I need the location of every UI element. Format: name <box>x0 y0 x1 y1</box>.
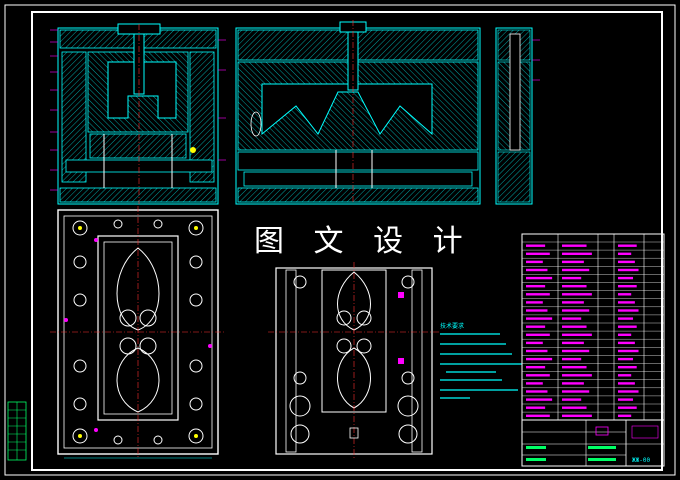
parts-list-cell-text <box>562 260 584 264</box>
parts-list-cell-text <box>526 268 548 272</box>
parts-list-cell-text <box>618 349 639 353</box>
parts-list-cell-text <box>618 285 637 288</box>
drawing-frame <box>4 4 676 476</box>
parts-list-cell-text <box>562 406 587 409</box>
parts-list-cell-text <box>526 366 546 369</box>
parts-list-cell-text <box>562 276 582 280</box>
parts-list-cell-text <box>562 268 590 272</box>
parts-list-cell-text <box>562 317 582 320</box>
title-block <box>521 419 665 467</box>
parts-list-cell-text <box>562 325 587 328</box>
parts-list-cell-text <box>562 374 592 377</box>
parts-list-cell-text <box>526 357 553 361</box>
side-revision-block <box>7 401 27 461</box>
side-section-view <box>235 20 481 205</box>
parts-list-cell-text <box>562 341 584 345</box>
parts-list-cell-text <box>618 374 632 377</box>
parts-list-cell-text <box>618 309 639 312</box>
parts-list-cell-text <box>618 293 632 296</box>
parts-list-cell-text <box>526 309 548 312</box>
parts-list-cell-text <box>562 366 587 369</box>
parts-list-cell-text <box>526 374 550 377</box>
parts-list-cell-text <box>618 325 637 328</box>
parts-list-cell-text <box>526 317 553 320</box>
parts-list-cell-text <box>562 333 592 336</box>
parts-list-cell-text <box>562 293 592 296</box>
parts-list-cell-text <box>526 260 543 264</box>
parts-list-cell-text <box>618 414 632 417</box>
parts-list-cell-text <box>526 244 546 247</box>
parts-list-cell-text <box>526 252 550 255</box>
parts-list-cell-text <box>618 390 639 393</box>
parts-list-cell-text <box>618 252 632 255</box>
parts-list-cell-text <box>526 382 543 385</box>
fixed-half-plan-view <box>50 206 226 459</box>
parts-list-cell-text <box>526 406 546 409</box>
parts-list-cell-text <box>562 390 590 393</box>
parts-list-cell-text <box>618 382 635 385</box>
parts-list-cell-text <box>562 301 584 304</box>
parts-list-cell-text <box>618 398 634 401</box>
parts-list-cell-text <box>618 341 635 345</box>
parts-list-cell-text <box>526 414 550 417</box>
parts-list-cell-text <box>562 398 582 401</box>
parts-list-cell-text <box>618 317 634 320</box>
parts-list-cell-text <box>526 276 553 280</box>
parts-list-cell-text <box>562 252 592 255</box>
parts-list-cell-text <box>526 293 550 296</box>
parts-list-cell-text <box>618 406 637 409</box>
parts-list-cell-text <box>526 325 546 328</box>
parts-list-cell-text <box>618 260 635 264</box>
parts-list-cell-text <box>526 301 543 304</box>
parts-list-cell-text <box>618 357 634 361</box>
parts-list-table <box>521 233 665 421</box>
parts-list-cell-text <box>562 349 590 353</box>
parts-list-cell-text <box>618 366 637 369</box>
parts-list-cell-text <box>526 398 553 401</box>
parts-list-cell-text <box>526 285 546 288</box>
parts-list-cell-text <box>562 382 584 385</box>
parts-list-cell-text <box>562 285 587 288</box>
technical-notes-title: 技术要求 <box>440 323 465 330</box>
parts-list-cell-text <box>562 414 592 417</box>
parts-list-cell-text <box>562 244 587 247</box>
moving-half-plan-view <box>268 262 440 458</box>
parts-list-cell-text <box>618 268 639 272</box>
drawing-code: ЖЖ-00 <box>632 457 651 464</box>
parts-list-cell-text <box>526 333 550 336</box>
parts-list-cell-text <box>526 341 543 345</box>
parts-list-cell-text <box>562 309 590 312</box>
parts-list-cell-text <box>618 333 632 336</box>
parts-list-cell-text <box>526 390 548 393</box>
technical-notes <box>440 333 522 399</box>
parts-list-cell-text <box>562 357 582 361</box>
front-section-view <box>50 23 226 205</box>
parts-list-cell-text <box>618 276 634 280</box>
end-view <box>495 27 540 205</box>
parts-list-cell-text <box>618 244 637 247</box>
parts-list-cell-text <box>618 301 635 304</box>
parts-list-cell-text <box>526 349 548 353</box>
watermark-text: 图 文 设 计 <box>254 224 473 259</box>
parts-list-rows <box>522 241 664 417</box>
